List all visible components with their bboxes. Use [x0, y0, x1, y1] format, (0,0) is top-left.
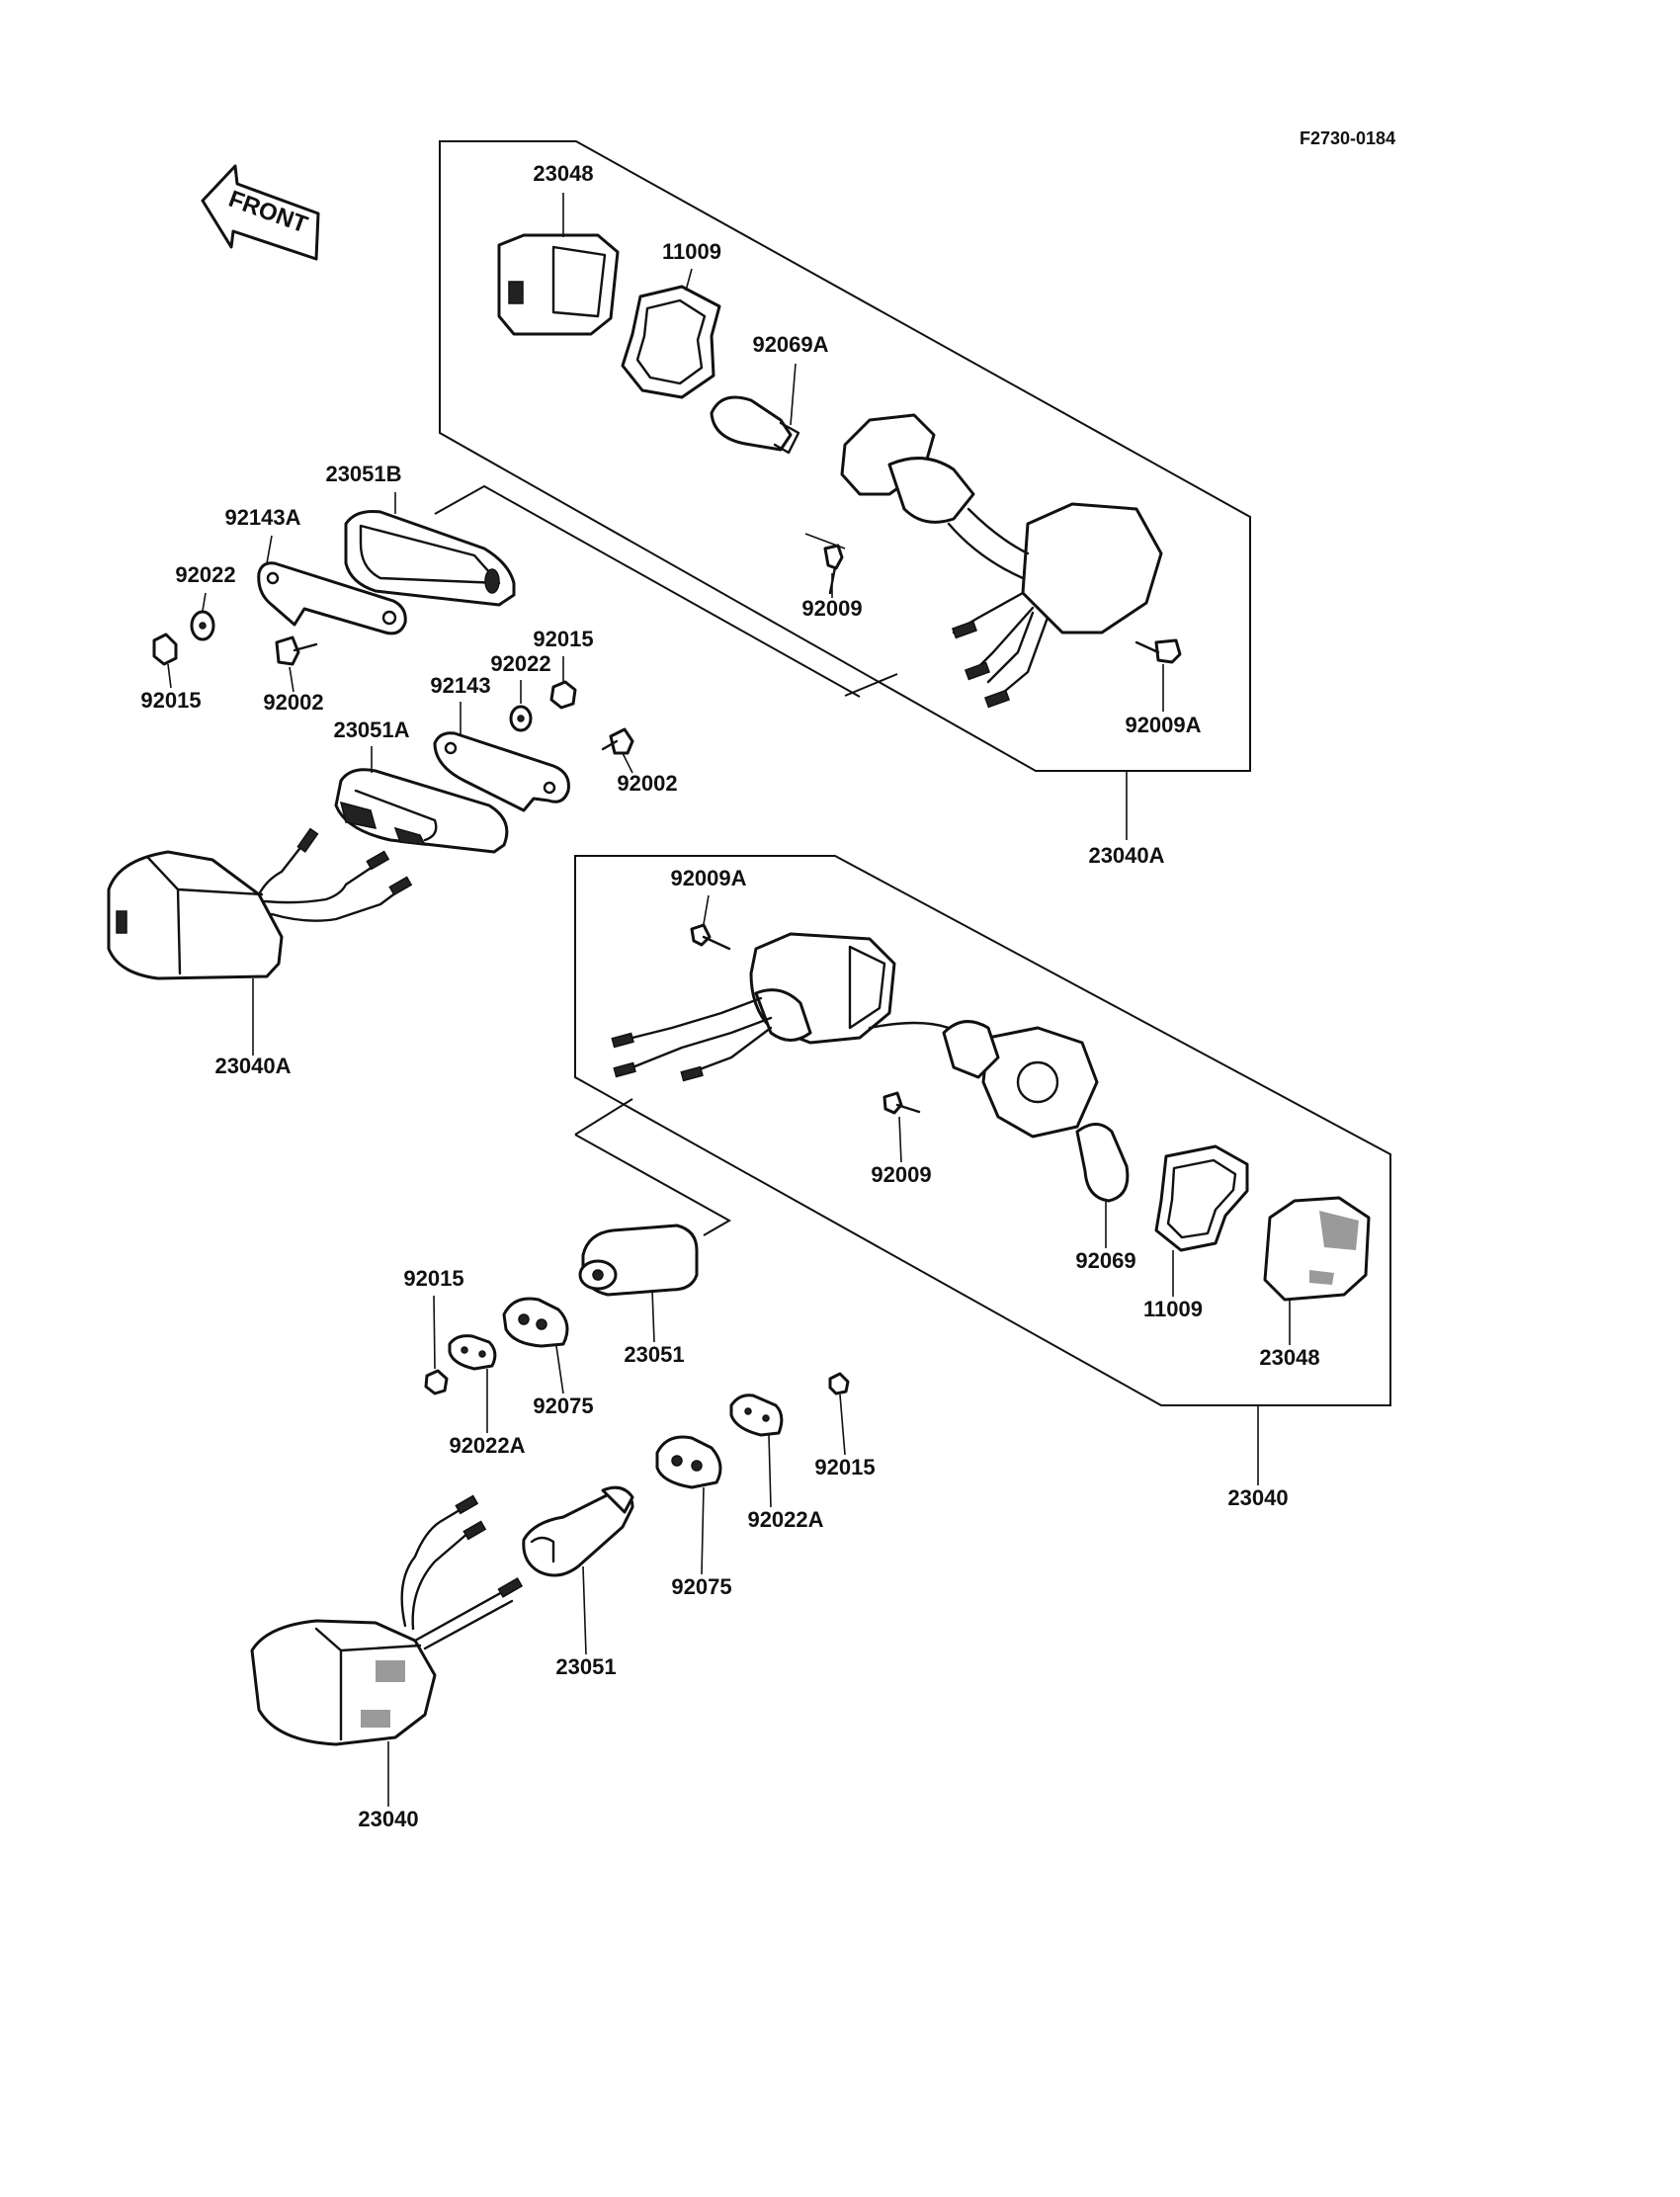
base-23051A [334, 768, 509, 854]
part-label-92002: 92002 [263, 690, 323, 715]
nut-92015-lower-left [424, 1369, 449, 1395]
bulb-92069 [1075, 1123, 1130, 1203]
nut-92015-middle [549, 680, 577, 710]
part-label-23048: 23048 [533, 161, 593, 186]
part-label-92015: 92015 [403, 1266, 463, 1291]
nut-92015-upper-left [152, 633, 178, 666]
part-label-92075: 92075 [533, 1394, 593, 1418]
part-label-92015: 92015 [140, 688, 201, 713]
part-label-92143a: 92143A [224, 505, 300, 530]
part-label-23051: 23051 [624, 1342, 684, 1367]
bulb-92069A [710, 395, 800, 455]
base-23051-lower [522, 1485, 634, 1577]
part-label-23051a: 23051A [333, 718, 409, 742]
signal-lamp-23040-lower [250, 1494, 524, 1746]
part-label-92009: 92009 [801, 596, 862, 621]
part-label-23051b: 23051B [325, 462, 401, 486]
part-label-92009a: 92009A [1125, 713, 1201, 737]
nut-92015-lower-right [828, 1372, 850, 1395]
plate-92143A [257, 561, 407, 635]
part-label-23040: 23040 [1227, 1485, 1288, 1510]
part-label-92015: 92015 [814, 1455, 875, 1479]
bolt-92002-middle [601, 727, 634, 755]
screw-92009A-lower [690, 923, 731, 951]
grommet-92075-upper [502, 1297, 569, 1348]
washer-92022-upper-left [190, 610, 215, 641]
part-label-23048: 23048 [1259, 1345, 1319, 1370]
lens-23048-lower [1263, 1196, 1371, 1302]
upper-assembly-leader [434, 484, 898, 698]
part-label-23051: 23051 [555, 1654, 616, 1679]
part-label-92069: 92069 [1075, 1248, 1135, 1273]
part-label-92022a: 92022A [747, 1507, 823, 1532]
washer-92022-middle [509, 705, 533, 732]
part-number-labels: 230481100992069A23051B92143A920229201592… [140, 161, 1319, 1831]
part-label-92075: 92075 [671, 1574, 731, 1599]
part-label-23040a: 23040A [214, 1054, 291, 1078]
screw-92009A-upper [1134, 638, 1182, 664]
upper-assembly-outline [439, 140, 1251, 772]
socket-lower [942, 1020, 1099, 1139]
diagram-code: F2730-0184 [1300, 128, 1395, 148]
grommet-92075-lower [655, 1435, 722, 1489]
gasket-11009-lower [1154, 1144, 1249, 1252]
part-label-92009a: 92009A [670, 866, 746, 890]
base-23051-upper [578, 1224, 699, 1297]
plate-92143 [433, 731, 570, 812]
part-label-92143: 92143 [430, 673, 490, 698]
lower-assembly-outline [574, 855, 1391, 1406]
part-label-11009: 11009 [662, 239, 721, 264]
base-23051B [344, 510, 516, 607]
lamp-housing-lower [611, 932, 980, 1082]
gasket-11009-upper [621, 285, 721, 399]
lower-assembly-leader [574, 1098, 732, 1236]
part-label-92002: 92002 [617, 771, 677, 796]
screw-92009-lower [882, 1091, 921, 1115]
part-label-92069a: 92069A [752, 332, 828, 357]
signal-lamp-23040A-left [107, 827, 413, 980]
part-label-92022a: 92022A [449, 1433, 525, 1458]
plate-92022A-upper [448, 1334, 497, 1371]
bolt-92002-upper-left [275, 635, 318, 666]
socket-housing-upper [840, 413, 1163, 709]
part-label-92009: 92009 [871, 1162, 931, 1187]
lens-23048-upper [497, 233, 620, 336]
part-label-92022: 92022 [175, 562, 235, 587]
part-label-92022: 92022 [490, 651, 550, 676]
part-label-23040: 23040 [358, 1807, 418, 1831]
screw-92009-upper [823, 544, 844, 595]
part-label-23040a: 23040A [1088, 843, 1164, 868]
front-arrow-icon: FRONT [201, 164, 320, 261]
part-label-92015: 92015 [533, 627, 593, 651]
plate-92022A-lower [729, 1394, 784, 1437]
part-label-11009: 11009 [1143, 1297, 1203, 1321]
